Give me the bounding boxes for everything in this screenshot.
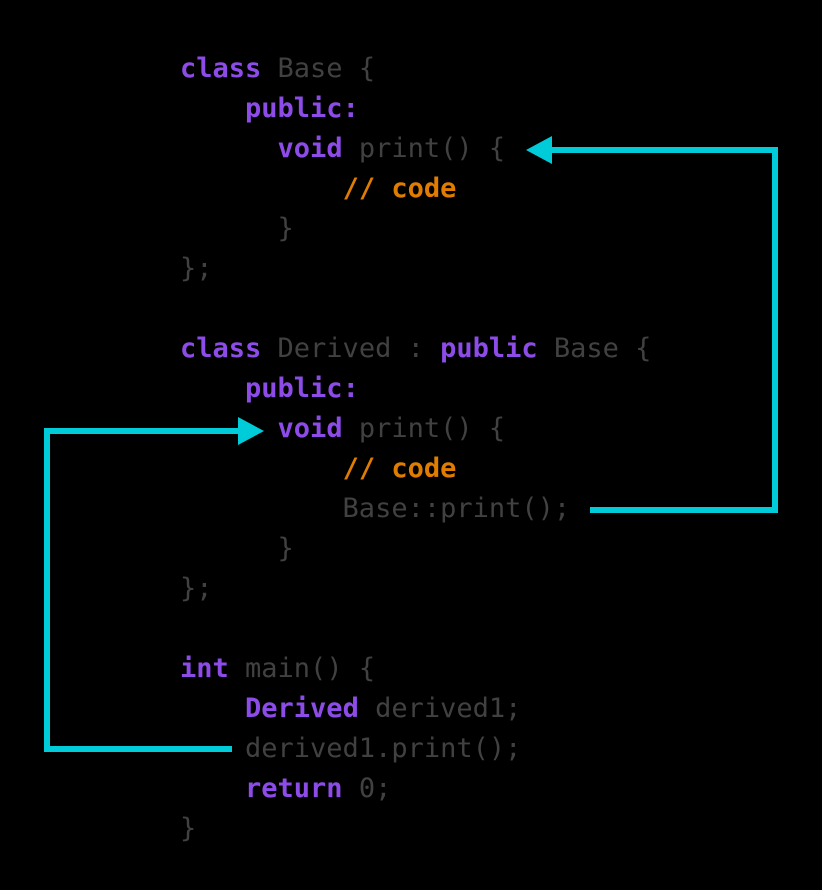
- code-segment-pl: }: [180, 213, 294, 244]
- code-line: }: [180, 209, 651, 249]
- code-segment-kw: public: [440, 333, 538, 364]
- code-segment-pl: [180, 693, 245, 724]
- code-segment-kw: class: [180, 333, 262, 364]
- code-segment-kw: void: [277, 413, 343, 444]
- code-segment-pl: [180, 133, 278, 164]
- arrowhead-left-icon: [526, 136, 552, 164]
- code-line: class Derived : public Base {: [180, 329, 651, 369]
- code-line: };: [180, 569, 651, 609]
- code-segment-pl: Derived :: [261, 333, 441, 364]
- code-line: class Base {: [180, 49, 651, 89]
- code-segment-cm: // code: [342, 453, 457, 484]
- arrow-segment: [552, 147, 778, 153]
- code-line: // code: [180, 169, 651, 209]
- code-segment-cm: // code: [342, 173, 457, 204]
- code-segment-kw: return: [245, 773, 343, 804]
- code-segment-kw: void: [277, 133, 343, 164]
- code-segment-kw: int: [180, 653, 229, 684]
- arrow-segment: [44, 428, 238, 434]
- code-line: return 0;: [180, 769, 651, 809]
- code-line: void print() {: [180, 129, 651, 169]
- code-segment-pl: derived1;: [358, 693, 522, 724]
- arrow-segment: [44, 746, 232, 752]
- code-segment-pl: 0;: [342, 773, 392, 804]
- code-line: public:: [180, 89, 651, 129]
- code-segment-pl: Base::print();: [180, 493, 571, 524]
- code-line: // code: [180, 449, 651, 489]
- arrowhead-right-icon: [238, 417, 264, 445]
- arrow-segment: [44, 428, 50, 752]
- code-line: [180, 609, 651, 649]
- code-segment-pl: Base {: [537, 333, 652, 364]
- code-segment-pl: [180, 93, 245, 124]
- code-block: class Base { public: void print() { // c…: [180, 49, 651, 849]
- code-segment-pl: }: [180, 533, 294, 564]
- code-line: Base::print();: [180, 489, 651, 529]
- code-segment-kw: Derived: [245, 693, 359, 724]
- code-segment-pl: };: [180, 253, 213, 284]
- code-segment-pl: }: [180, 813, 197, 844]
- code-line: }: [180, 529, 651, 569]
- code-segment-pl: main() {: [228, 653, 376, 684]
- code-segment-kw: public:: [245, 373, 359, 404]
- code-segment-pl: print() {: [342, 133, 506, 164]
- code-segment-pl: };: [180, 573, 213, 604]
- code-line: [180, 289, 651, 329]
- code-line: };: [180, 249, 651, 289]
- code-line: int main() {: [180, 649, 651, 689]
- code-line: public:: [180, 369, 651, 409]
- code-segment-pl: [180, 453, 343, 484]
- arrow-segment: [772, 147, 778, 513]
- code-segment-pl: print() {: [342, 413, 506, 444]
- code-segment-kw: class: [180, 53, 262, 84]
- code-line: void print() {: [180, 409, 651, 449]
- code-segment-kw: public:: [245, 93, 359, 124]
- code-line: }: [180, 809, 651, 849]
- code-segment-pl: [180, 773, 245, 804]
- code-line: derived1.print();: [180, 729, 651, 769]
- code-segment-pl: [180, 373, 245, 404]
- arrow-segment: [590, 507, 778, 513]
- code-segment-pl: Base {: [261, 53, 376, 84]
- code-line: Derived derived1;: [180, 689, 651, 729]
- code-segment-pl: derived1.print();: [180, 733, 522, 764]
- code-segment-pl: [180, 173, 343, 204]
